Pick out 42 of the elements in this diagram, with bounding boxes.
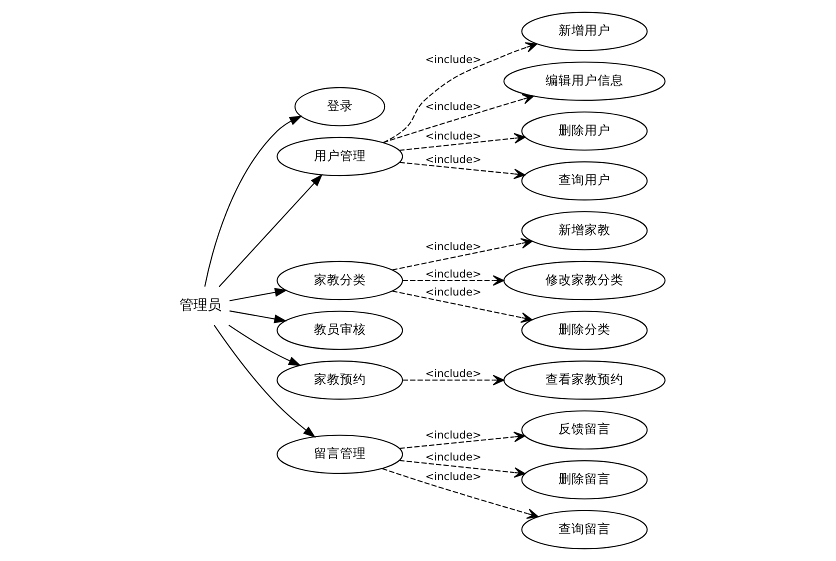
node-ellipse: 家教预约 <box>276 360 404 400</box>
edge-label: <include> <box>425 268 482 280</box>
edge-label: <include> <box>425 286 482 298</box>
arrow <box>400 162 526 180</box>
node-ellipse: 用户管理 <box>276 136 404 176</box>
arrow <box>382 468 539 519</box>
node-ellipse: 编辑用户信息 <box>503 62 666 101</box>
arrow <box>402 374 504 386</box>
node-text: 管理员 <box>179 298 222 314</box>
node-ellipse: 登录 <box>294 87 386 126</box>
edge-label: <include> <box>425 452 482 464</box>
node-ellipse: 修改家教分类 <box>503 260 666 300</box>
arrow <box>214 324 316 438</box>
arrow <box>382 94 534 144</box>
edge-label: <include> <box>425 54 482 66</box>
node-ellipse: 查看家教预约 <box>503 360 666 400</box>
edge-label: <include> <box>425 470 482 483</box>
arrow <box>229 310 288 324</box>
arrow <box>204 116 302 287</box>
node-ellipse: 反馈留言 <box>521 410 648 450</box>
edge-label: <include> <box>425 100 482 113</box>
arrow <box>392 238 533 270</box>
arrow <box>402 275 504 286</box>
edge-label: <include> <box>425 130 482 143</box>
arrow <box>392 290 533 323</box>
node-ellipse: 教员审核 <box>276 310 404 350</box>
arrow <box>218 174 323 288</box>
arrow <box>228 324 302 366</box>
node-ellipse: 删除用户 <box>521 111 648 151</box>
arrow <box>400 432 526 449</box>
node-ellipse: 删除留言 <box>521 460 648 500</box>
arrow <box>399 460 526 478</box>
edge-label: <include> <box>425 154 482 166</box>
arrow <box>383 42 538 144</box>
edge-label: <include> <box>425 240 482 253</box>
node-ellipse: 留言管理 <box>276 434 404 474</box>
arrow <box>229 288 288 302</box>
node-ellipse: 家教分类 <box>276 260 404 300</box>
edge-label: <include> <box>425 429 482 442</box>
edge-label: <include> <box>425 368 482 380</box>
arrow <box>399 133 526 151</box>
node-ellipse: 查询用户 <box>521 161 648 200</box>
